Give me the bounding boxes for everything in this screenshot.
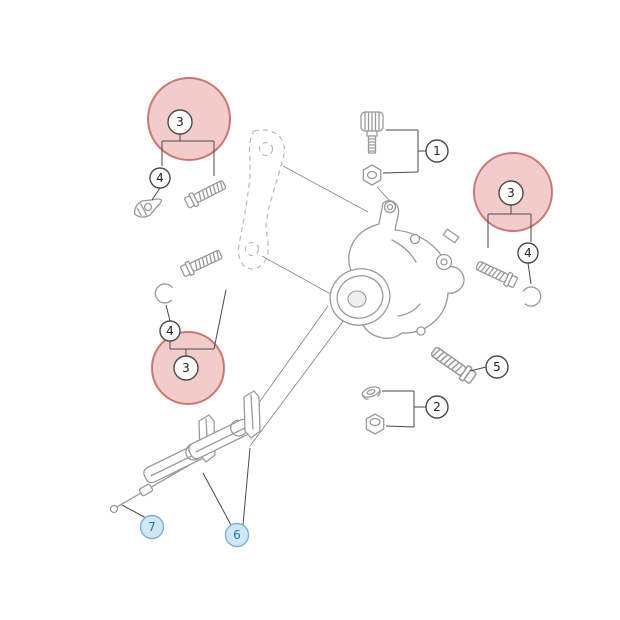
callout-4-right: 4 — [517, 242, 539, 264]
callout-3-mid-left-label: 3 — [182, 361, 190, 375]
callout-3-top-left: 3 — [167, 109, 193, 135]
mounting-bolt-top-left — [182, 177, 228, 211]
callout-1-label: 1 — [433, 144, 441, 158]
callout-4-mid-left: 4 — [159, 320, 181, 342]
callout-1: 1 — [425, 139, 449, 163]
caliper-top-mount — [383, 200, 397, 214]
callout-3-right-label: 3 — [507, 186, 515, 200]
barrel-adjuster — [360, 111, 384, 154]
adjuster-nut — [362, 164, 382, 186]
callout-4-top-left-label: 4 — [156, 171, 164, 185]
callout-3-right: 3 — [498, 180, 524, 206]
fixing-bolt — [428, 343, 479, 386]
callout-3-mid-left: 3 — [173, 355, 199, 381]
caliper-pivot — [435, 253, 453, 271]
callout-5-label: 5 — [493, 360, 501, 374]
assembly-axis-lines — [247, 165, 369, 447]
callout-7: 7 — [139, 514, 165, 540]
callout-4-mid-left-label: 4 — [166, 324, 174, 338]
callout-3-top-left-label: 3 — [176, 115, 184, 129]
mounting-bolt-mid-left — [178, 247, 225, 279]
callout-2: 2 — [425, 395, 449, 419]
callout-5: 5 — [485, 355, 509, 379]
callout-6: 6 — [224, 522, 250, 548]
callout-7-label: 7 — [148, 520, 156, 534]
frame-bracket-ghost — [237, 129, 286, 270]
wing-anchor — [133, 198, 163, 218]
mounting-nut — [365, 413, 385, 435]
callout-4-right-label: 4 — [524, 246, 532, 260]
callout-2-label: 2 — [433, 400, 441, 414]
bracket-hole-top — [258, 141, 274, 157]
bracket-hole-bottom — [244, 241, 260, 257]
serrated-washer — [361, 386, 381, 400]
callout-leader-lines — [121, 129, 532, 526]
callout-6-label: 6 — [233, 528, 241, 542]
caliper-body — [329, 186, 465, 339]
mounting-bolt-right — [473, 258, 520, 290]
caliper-stud — [442, 228, 460, 244]
cable-clip-left — [153, 281, 175, 305]
cable-clip-right — [520, 284, 544, 309]
callout-4-top-left: 4 — [149, 167, 171, 189]
